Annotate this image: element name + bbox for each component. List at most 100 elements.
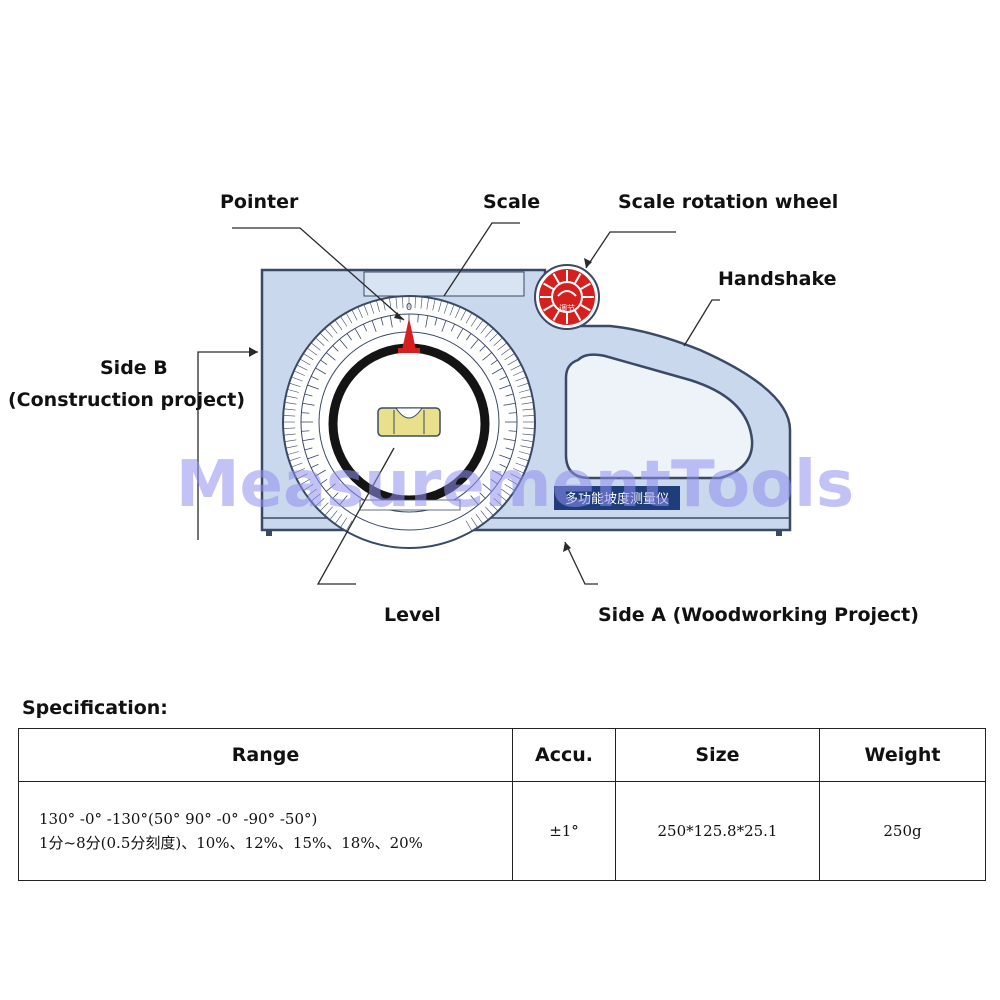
outer-scale-tick — [329, 323, 338, 334]
dial-ticks — [283, 296, 535, 532]
dial-tick — [490, 479, 498, 485]
outer-scale-tick — [443, 302, 449, 314]
dial-tick — [499, 375, 508, 381]
wheel-rib — [574, 273, 582, 284]
dial-tick — [326, 352, 336, 361]
outer-scale-tick — [345, 312, 353, 324]
dial-tick — [479, 492, 486, 499]
dial-tick — [425, 315, 429, 328]
outer-scale-tick — [334, 319, 343, 330]
dial-tick — [503, 438, 516, 442]
outer-scale-tick — [289, 382, 301, 388]
handshake-label: Handshake — [718, 268, 837, 290]
dial-nameplate-strip — [359, 499, 461, 511]
dial-tick — [320, 359, 328, 365]
outer-scale-tick — [513, 468, 525, 474]
outer-scale-tick — [521, 401, 534, 405]
outer-scale-tick — [329, 510, 338, 521]
dial-tick — [307, 454, 319, 460]
dial-tick — [456, 328, 464, 340]
outer-scale-tick — [284, 439, 297, 443]
outer-scale-tick — [501, 488, 512, 497]
dial-tick — [505, 447, 514, 451]
slope-gauge-diagram: 0 多功能坡度测量仪 调节 MeasurementTools — [176, 222, 854, 585]
outer-scale-tick — [513, 370, 525, 376]
outer-scale-tick — [284, 401, 297, 405]
outer-scale-tick — [293, 370, 305, 376]
wheel-rib — [543, 282, 554, 290]
outer-scale-tick — [319, 332, 329, 342]
dial-tick — [315, 469, 327, 477]
gauge-top-plate — [363, 271, 525, 297]
wheel-rib — [552, 273, 560, 284]
header-weight: Weight — [819, 728, 986, 782]
dial-tick — [302, 402, 315, 406]
outer-scale-tick — [507, 478, 519, 486]
wheel-rib — [543, 304, 554, 312]
outer-scale-tick — [520, 395, 533, 399]
outer-scale-tick — [382, 298, 386, 311]
outer-scale-tick — [319, 502, 329, 512]
outer-scale-tick — [522, 408, 535, 411]
outer-scale-tick — [493, 498, 503, 507]
outer-scale-tick — [296, 364, 308, 371]
dial-tick — [310, 375, 319, 381]
spec-table: Range Accu. Size Weight 130° -0° -130°(5… — [18, 728, 986, 881]
outer-scale-tick — [522, 433, 535, 436]
wheel-arrow-icon — [557, 290, 577, 297]
angle-dial: 0 — [282, 295, 536, 549]
outer-scale-tick — [517, 382, 529, 388]
outer-scale-tick — [287, 451, 299, 455]
outer-scale-tick — [460, 309, 467, 321]
spec-header-row: Range Accu. Size Weight — [18, 728, 986, 782]
outer-scale-tick — [507, 358, 519, 366]
outer-scale-tick — [438, 300, 442, 312]
outer-scale-tick — [475, 319, 484, 330]
side-b-sublabel: (Construction project) — [8, 389, 245, 411]
outer-scale-tick — [345, 520, 353, 532]
device-nameplate-text: 多功能坡度测量仪 — [565, 491, 669, 507]
outer-scale-tick — [315, 498, 325, 507]
dial-tick — [320, 479, 328, 485]
outer-scale-tick — [489, 332, 499, 342]
side-b-label: Side B — [100, 357, 168, 379]
dial-tick — [389, 315, 393, 328]
outer-scale-tick — [293, 468, 305, 474]
dial-tick — [434, 317, 438, 326]
dial-tick — [304, 447, 313, 451]
wheel-caption: 调节 — [559, 304, 575, 313]
wheel-rib — [552, 310, 560, 321]
outer-scale-tick — [515, 462, 527, 468]
weight-cell: 250g — [819, 781, 986, 881]
dial-tick — [315, 367, 327, 375]
pointer-base — [398, 348, 420, 353]
outer-scale-tick — [299, 478, 311, 486]
watermark-text: MeasurementTools — [176, 448, 854, 522]
outer-scale-tick — [497, 342, 508, 351]
device-nameplate — [554, 486, 680, 510]
dial-tick — [499, 384, 511, 390]
wheel-ribs — [540, 270, 594, 324]
outer-scale-tick — [515, 376, 527, 382]
outer-scale-tick — [351, 309, 358, 321]
gauge-foot-left — [266, 530, 272, 536]
outer-scale-tick — [324, 328, 333, 338]
outer-scale-tick — [519, 389, 531, 393]
dial-tick — [380, 317, 384, 326]
dial-tick — [354, 328, 362, 340]
dial-tick — [304, 393, 313, 397]
outer-scale-tick — [376, 300, 380, 312]
dial-tick — [339, 339, 348, 349]
outer-scale-tick — [303, 353, 314, 361]
outer-scale-tick — [289, 456, 301, 462]
size-cell: 250*125.8*25.1 — [615, 781, 820, 881]
outer-scale-tick — [475, 514, 484, 525]
dial-tick — [508, 430, 517, 432]
outer-scale-tick — [504, 483, 515, 491]
callout-leaders — [197, 222, 720, 585]
outer-scale-tick — [388, 297, 392, 310]
pointer-needle — [402, 318, 416, 350]
outer-scale-tick — [522, 415, 535, 417]
dial-tick — [505, 393, 514, 397]
outer-scale-tick — [517, 456, 529, 462]
